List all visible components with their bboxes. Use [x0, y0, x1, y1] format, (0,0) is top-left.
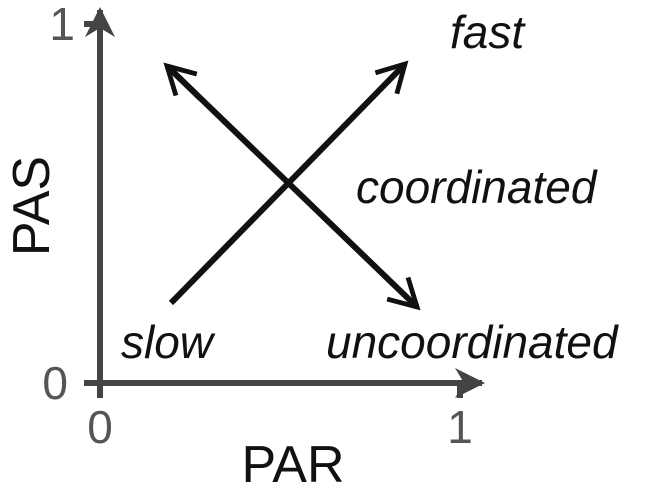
y-axis-title: PAS	[3, 156, 61, 256]
region-label-coordinated: coordinated	[356, 161, 598, 213]
x-tick-label-0: 0	[87, 401, 113, 453]
y-tick-label-1: 1	[49, 0, 75, 50]
x-tick-label-1: 1	[447, 401, 473, 453]
region-label-uncoordinated: uncoordinated	[326, 316, 619, 368]
coordinated-to-uncoordinated-arrow-reverse-head	[163, 62, 203, 101]
region-label-fast: fast	[450, 6, 526, 58]
coordinated-to-uncoordinated-arrow	[164, 63, 421, 311]
region-label-slow: slow	[121, 316, 216, 368]
y-tick-label-0: 0	[42, 357, 68, 409]
x-axis-title: PAR	[241, 436, 344, 494]
